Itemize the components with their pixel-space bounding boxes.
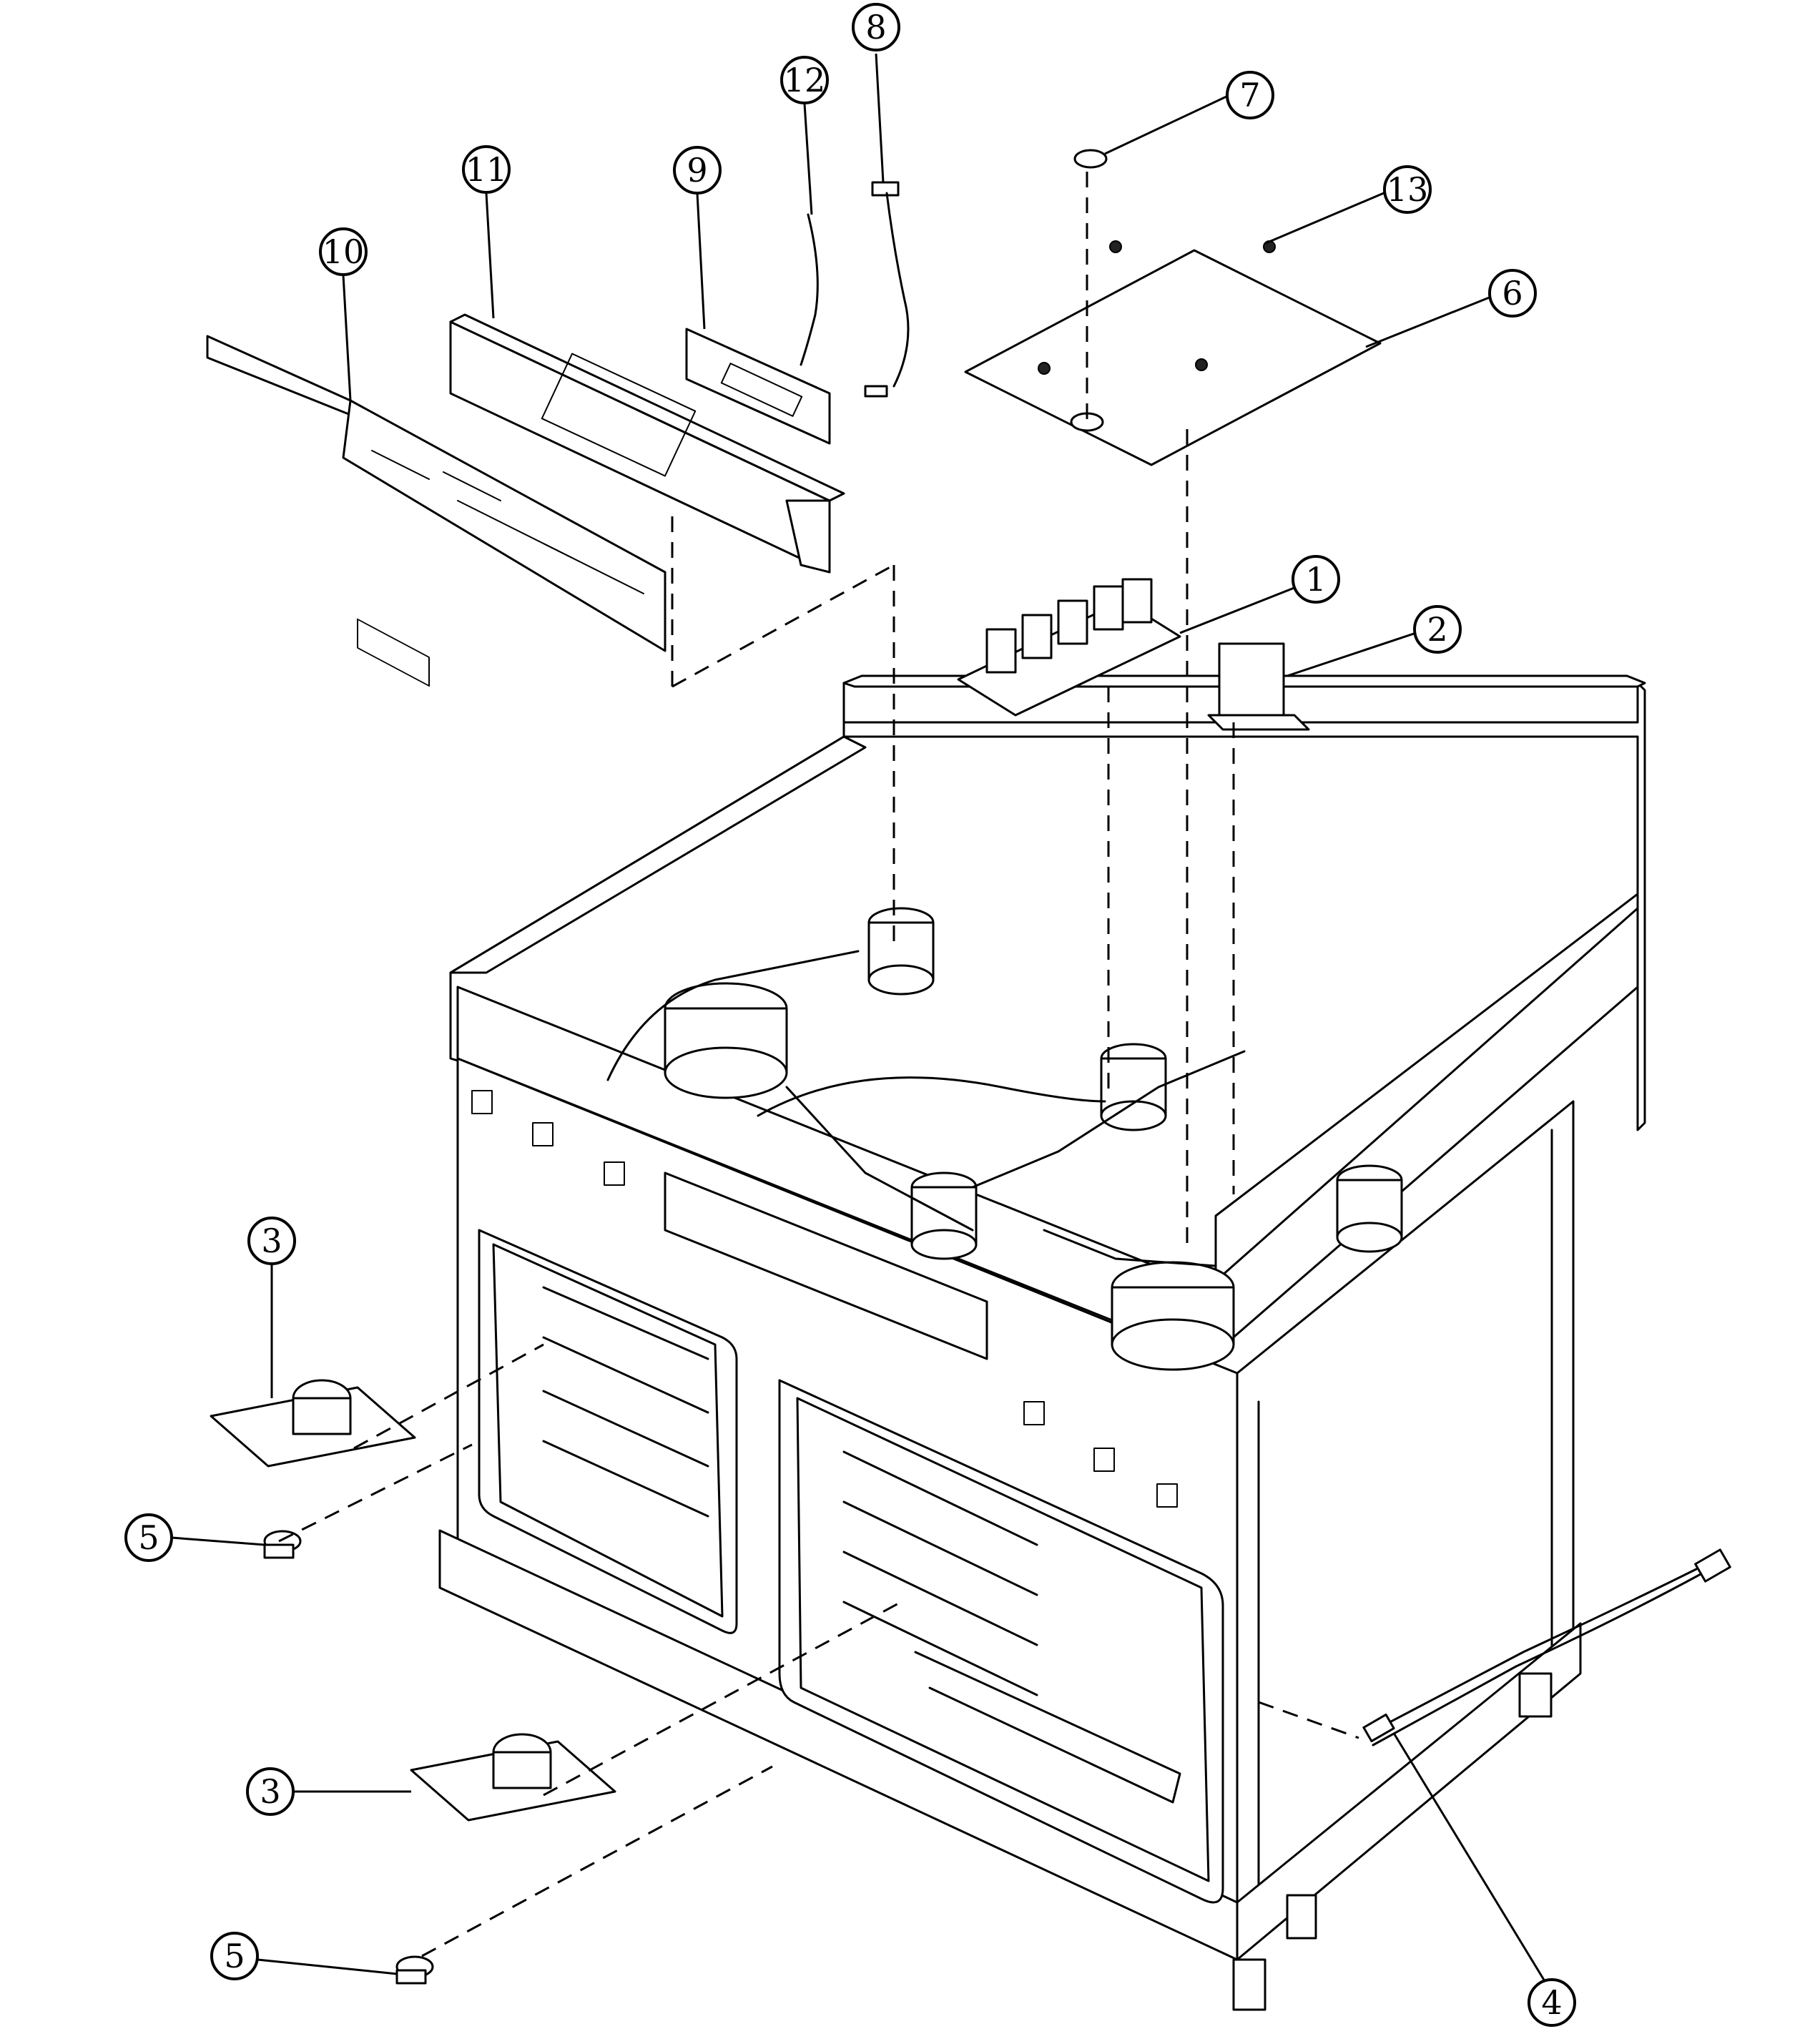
burner-front-right xyxy=(1336,1164,1403,1253)
callout-5-upper: 5 xyxy=(124,1513,173,1562)
callout-5-upper-label: 5 xyxy=(138,1518,159,1557)
callout-6-label: 6 xyxy=(1502,274,1523,313)
part-igniter-assembly-upper xyxy=(210,1379,416,1468)
callout-3-upper: 3 xyxy=(247,1217,296,1265)
callout-2-label: 2 xyxy=(1427,610,1447,649)
part-igniter-assembly-lower xyxy=(410,1733,616,1822)
callout-8-label: 8 xyxy=(865,8,886,46)
callout-13: 13 xyxy=(1383,165,1432,214)
callout-4: 4 xyxy=(1528,1978,1576,2027)
leader-lines xyxy=(171,53,1546,1982)
callout-12: 12 xyxy=(780,56,829,104)
callout-8: 8 xyxy=(852,3,900,51)
callout-9-label: 9 xyxy=(687,151,707,190)
callout-2: 2 xyxy=(1413,605,1462,654)
callout-4-label: 4 xyxy=(1541,1983,1562,2022)
part-cover-plate xyxy=(964,249,1382,466)
part-control-board xyxy=(957,578,1181,717)
part-wire-harness xyxy=(864,181,910,398)
part-control-housing xyxy=(449,313,845,574)
part-grommet xyxy=(1073,149,1108,169)
burner-front-left xyxy=(910,1171,978,1260)
control-knobs xyxy=(471,1090,1178,1508)
part-control-overlay xyxy=(206,335,666,687)
range-body xyxy=(438,674,1646,2011)
callout-11: 11 xyxy=(462,145,511,194)
callout-7-label: 7 xyxy=(1239,76,1260,114)
part-display-board xyxy=(685,328,831,445)
burner-rear-left xyxy=(867,907,935,996)
part-power-cord xyxy=(1362,1548,1731,1746)
gas-valve-left xyxy=(664,982,788,1099)
oven-rack-left xyxy=(542,1286,709,1518)
part-switch-lower xyxy=(395,1955,434,1985)
oven-rack-right xyxy=(842,1450,1038,1696)
callout-3-upper-label: 3 xyxy=(261,1222,282,1260)
part-switch-upper xyxy=(263,1530,302,1559)
callout-12-label: 12 xyxy=(784,61,826,99)
callout-10-label: 10 xyxy=(323,232,365,271)
callout-10: 10 xyxy=(319,227,368,276)
gas-valve-right xyxy=(1111,1261,1235,1371)
callout-5-lower: 5 xyxy=(210,1932,259,1980)
callout-3-lower-label: 3 xyxy=(260,1772,280,1811)
callout-7: 7 xyxy=(1226,71,1274,119)
callout-9: 9 xyxy=(673,146,722,195)
callout-5-lower-label: 5 xyxy=(224,1937,245,1975)
callout-11-label: 11 xyxy=(466,150,508,189)
callout-1-label: 1 xyxy=(1305,560,1326,599)
callout-6: 6 xyxy=(1488,269,1537,318)
callout-13-label: 13 xyxy=(1387,170,1429,209)
callout-3-lower: 3 xyxy=(246,1767,295,1816)
assembly-lines xyxy=(278,172,1359,1957)
burner-rear-right xyxy=(1100,1043,1167,1131)
callout-1: 1 xyxy=(1292,555,1340,604)
part-wire xyxy=(800,213,819,366)
